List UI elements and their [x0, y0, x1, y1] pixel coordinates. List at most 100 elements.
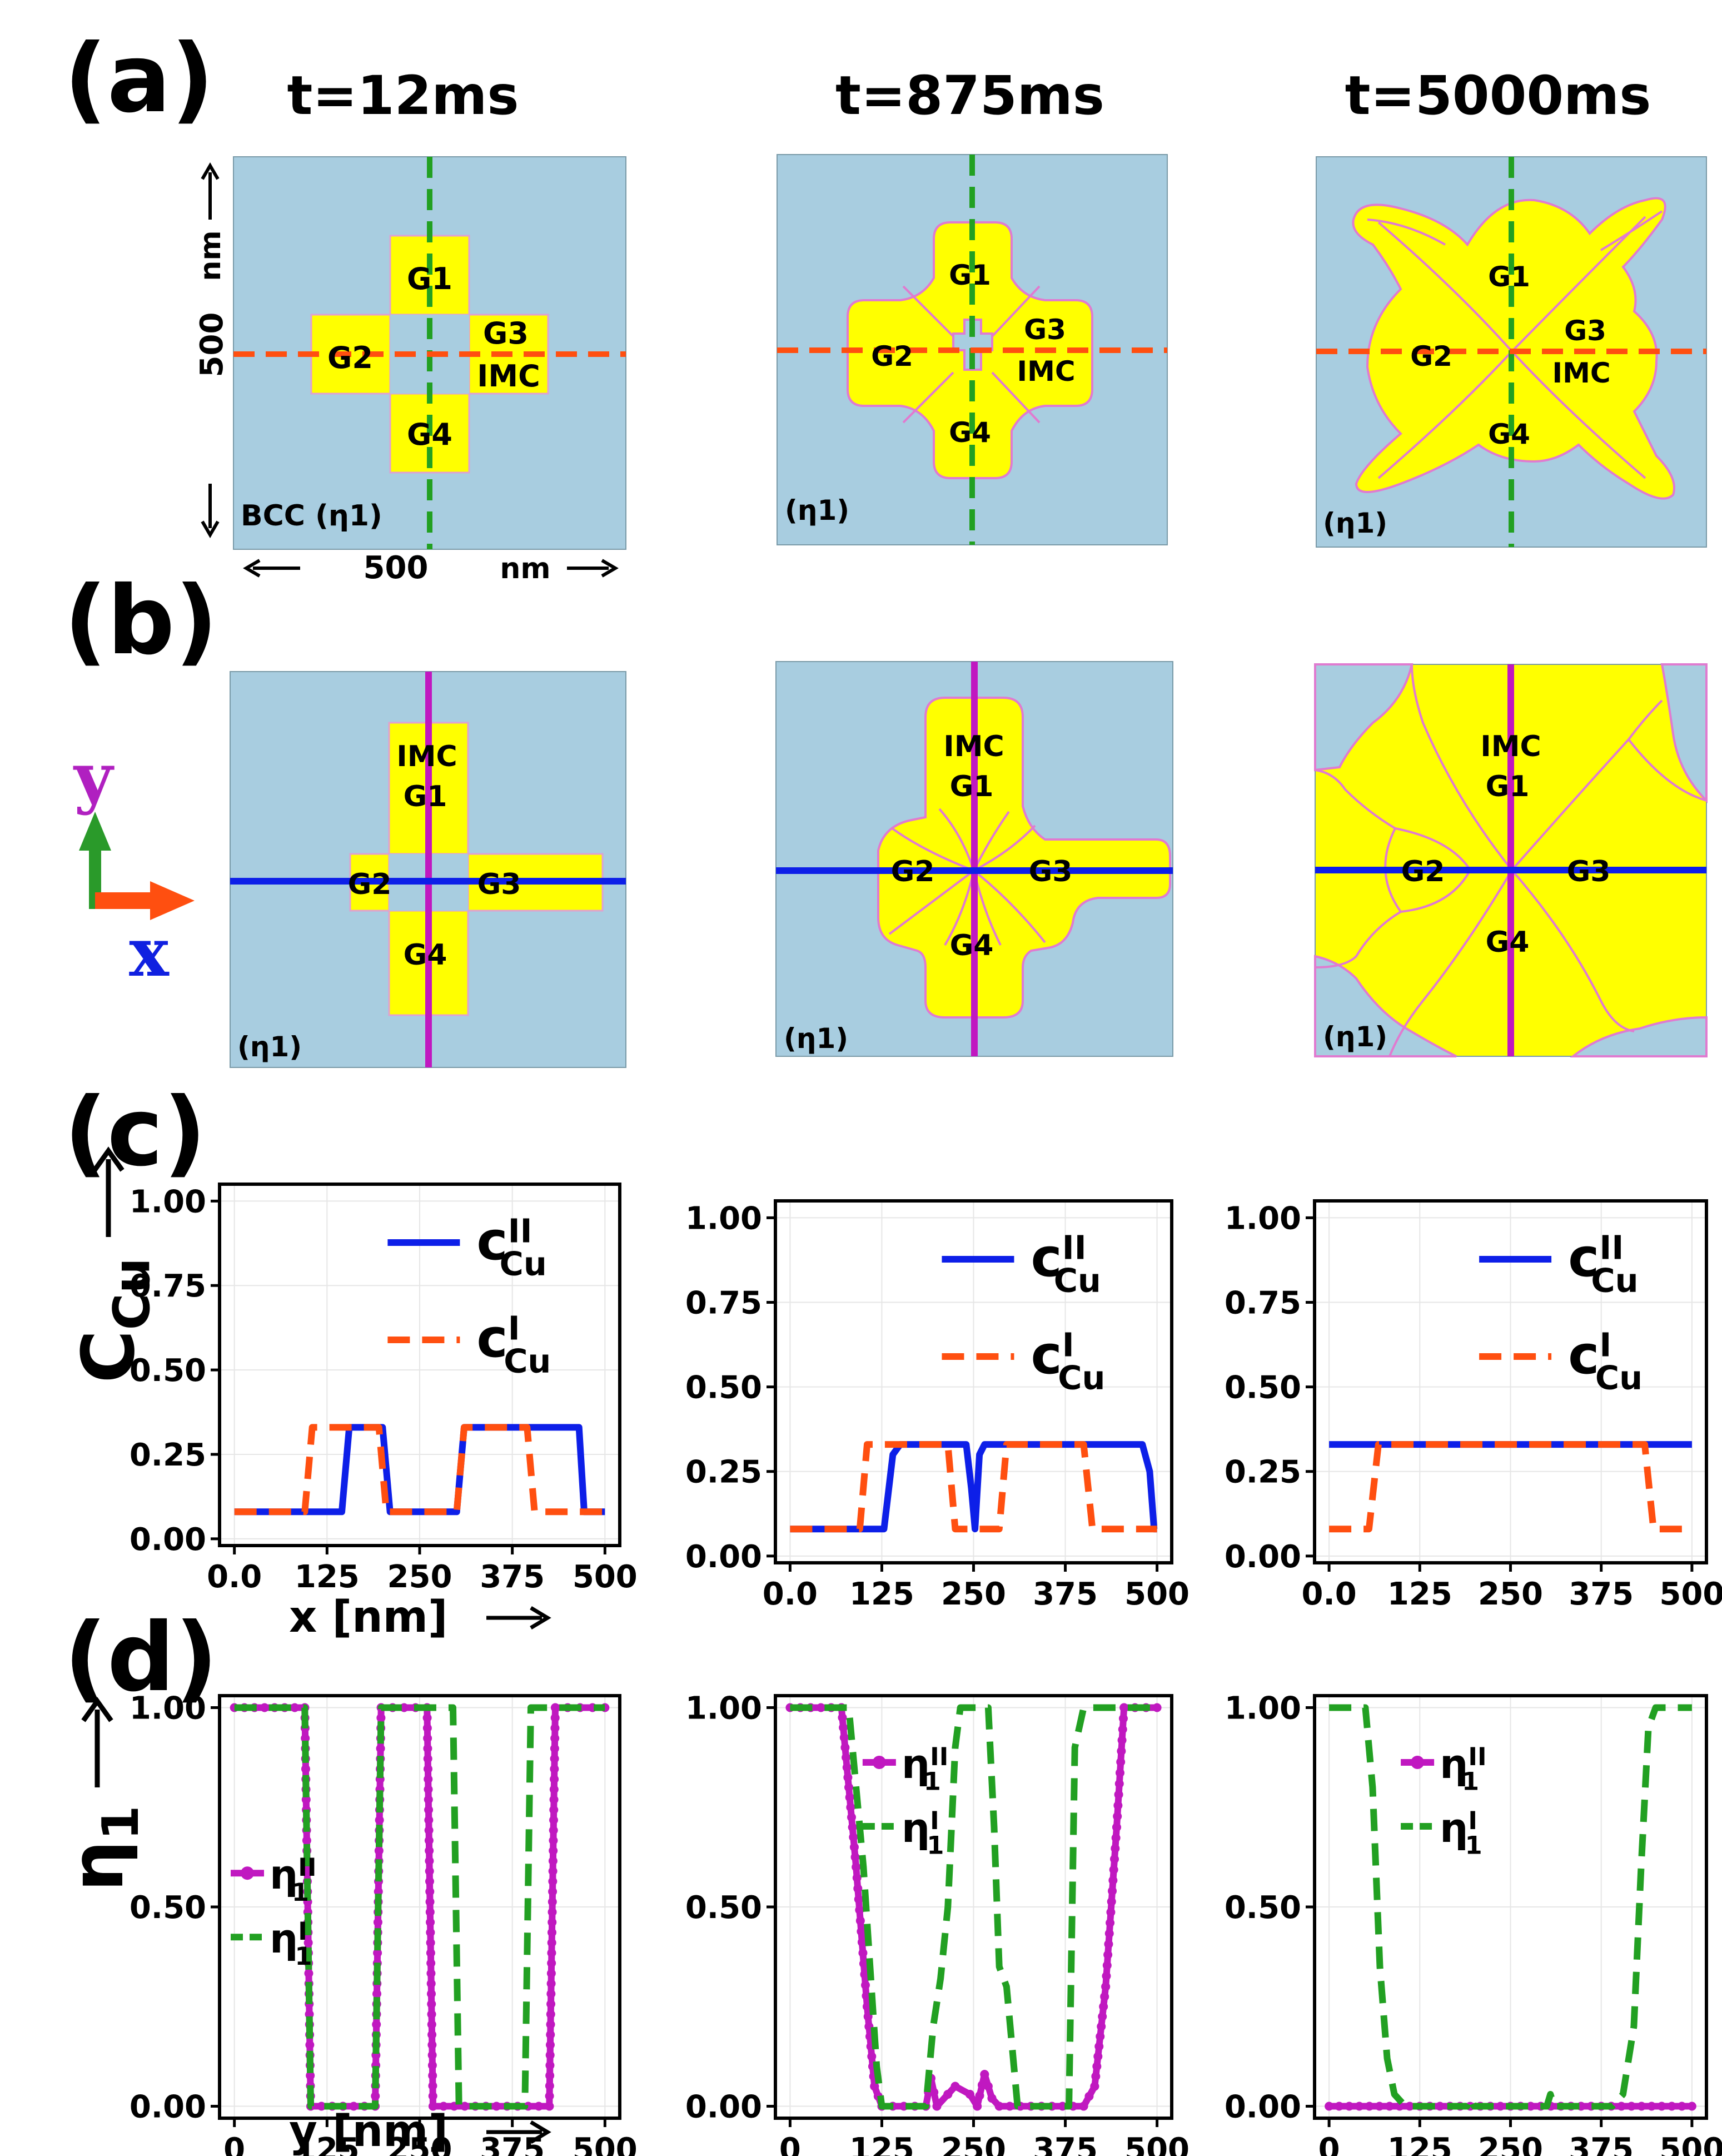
series-point — [546, 1969, 556, 1978]
series-point — [1109, 1865, 1118, 1875]
grain-label-g2: G2 — [1401, 855, 1445, 888]
x-tick-label: 250 — [387, 1559, 452, 1595]
series-point — [932, 2102, 942, 2111]
legend-marker — [1411, 1756, 1425, 1769]
series-point — [987, 2094, 997, 2103]
imc-label: IMC — [943, 730, 1004, 763]
series-line — [1329, 1441, 1692, 1533]
series-point — [1112, 1822, 1121, 1832]
series-point — [534, 2102, 544, 2111]
series-group — [790, 1441, 1158, 1533]
panel-label-d: (d) — [64, 1603, 218, 1713]
series-point — [422, 1713, 432, 1722]
x-tick-label: 500 — [573, 2132, 638, 2156]
x-tick-label: 0.0 — [763, 1576, 818, 1612]
series-point — [492, 2102, 501, 2111]
x-tick-label: 250 — [941, 2132, 1006, 2156]
x-tick-label: 0 — [223, 2132, 245, 2156]
series-point — [423, 1733, 432, 1743]
series-point — [301, 1733, 310, 1743]
grain-label-g4: G4 — [1488, 418, 1530, 450]
series-point — [1118, 1714, 1128, 1723]
series-point — [1335, 2102, 1344, 2111]
series-point — [301, 1795, 311, 1804]
series-point — [1094, 2041, 1104, 2051]
series-point — [548, 1866, 558, 1876]
grain-label-g3: G3 — [1029, 855, 1073, 888]
grain-label-g1: G1 — [404, 780, 447, 813]
series-point — [842, 1753, 851, 1762]
y-tick-label: 0.00 — [130, 2089, 206, 2125]
series-point — [1084, 2092, 1094, 2101]
series-point — [848, 1822, 857, 1832]
series-point — [1100, 1992, 1109, 2001]
series-point — [1435, 2102, 1445, 2111]
microstructure-a-12ms: G1 G2 G3 G4 IMC BCC (η1) — [233, 156, 626, 550]
series-point — [849, 1832, 858, 1842]
series-point — [545, 2102, 554, 2111]
panel-label-b: (b) — [64, 566, 218, 676]
series-point — [549, 1826, 558, 1835]
grain-label-g2: G2 — [327, 340, 373, 375]
series-point — [1108, 1886, 1117, 1896]
series-point — [427, 2060, 437, 2070]
series-point — [427, 2020, 436, 2029]
x-tick-label: 250 — [1478, 1576, 1543, 1612]
svg-text:CCu: CCu — [66, 1258, 161, 1383]
series-point — [950, 2082, 960, 2091]
series-point — [1118, 1725, 1127, 1734]
series-point — [425, 1897, 435, 1906]
series-point — [1385, 2102, 1394, 2111]
series-point — [1395, 2102, 1405, 2111]
series-group — [1325, 1704, 1696, 2111]
axis-unit-y: nm — [194, 230, 227, 281]
series-point — [545, 2092, 554, 2101]
x-tick-label: 250 — [941, 1576, 1006, 1612]
series-point — [546, 2030, 555, 2039]
series-point — [428, 2071, 437, 2080]
series-point — [847, 1812, 856, 1822]
series-point — [460, 2102, 470, 2111]
series-point — [849, 1842, 859, 1852]
series-point — [1115, 1768, 1124, 1777]
series-point — [1114, 1790, 1123, 1799]
phase-label: (η1) — [784, 1022, 848, 1055]
grain-label-g1: G1 — [1488, 261, 1530, 293]
grain-label-g4: G4 — [1486, 926, 1530, 959]
series-point — [425, 1846, 434, 1855]
series-point — [1152, 1703, 1162, 1712]
series-point — [424, 1805, 434, 1815]
panel-label-c: (c) — [64, 1077, 206, 1188]
y-tick-label: 0.00 — [685, 2089, 762, 2125]
x-tick-label: 250 — [1478, 2132, 1543, 2156]
series-point — [548, 1897, 557, 1906]
x-tick-label: 125 — [1387, 2132, 1452, 2156]
series-point — [1375, 2102, 1384, 2111]
series-point — [844, 1782, 854, 1792]
phase-label: (η1) — [237, 1031, 302, 1063]
series-point — [317, 2102, 326, 2111]
series-point — [547, 1928, 556, 1937]
series-point — [1355, 2102, 1364, 2111]
series-point — [845, 1792, 854, 1802]
y-tick-label: 0.50 — [1225, 1890, 1301, 1926]
series-point — [426, 1969, 436, 1978]
series-point — [857, 1927, 866, 1936]
series-point — [549, 1815, 558, 1825]
microstructure-b-12ms: IMC G1 G2 G3 G4 (η1) — [230, 671, 626, 1068]
series-point — [1093, 2051, 1103, 2061]
time-header-875ms: t=875ms — [835, 64, 1104, 127]
microstructure-a-875ms: G1 G2 G3 G4 IMC (η1) — [777, 154, 1168, 545]
series-point — [1099, 2002, 1108, 2011]
series-point — [1365, 2102, 1374, 2111]
series-point — [853, 1884, 863, 1893]
axis-size-x: 500 — [364, 550, 429, 586]
series-point — [427, 2050, 437, 2060]
grain-label-g4: G4 — [407, 417, 452, 452]
